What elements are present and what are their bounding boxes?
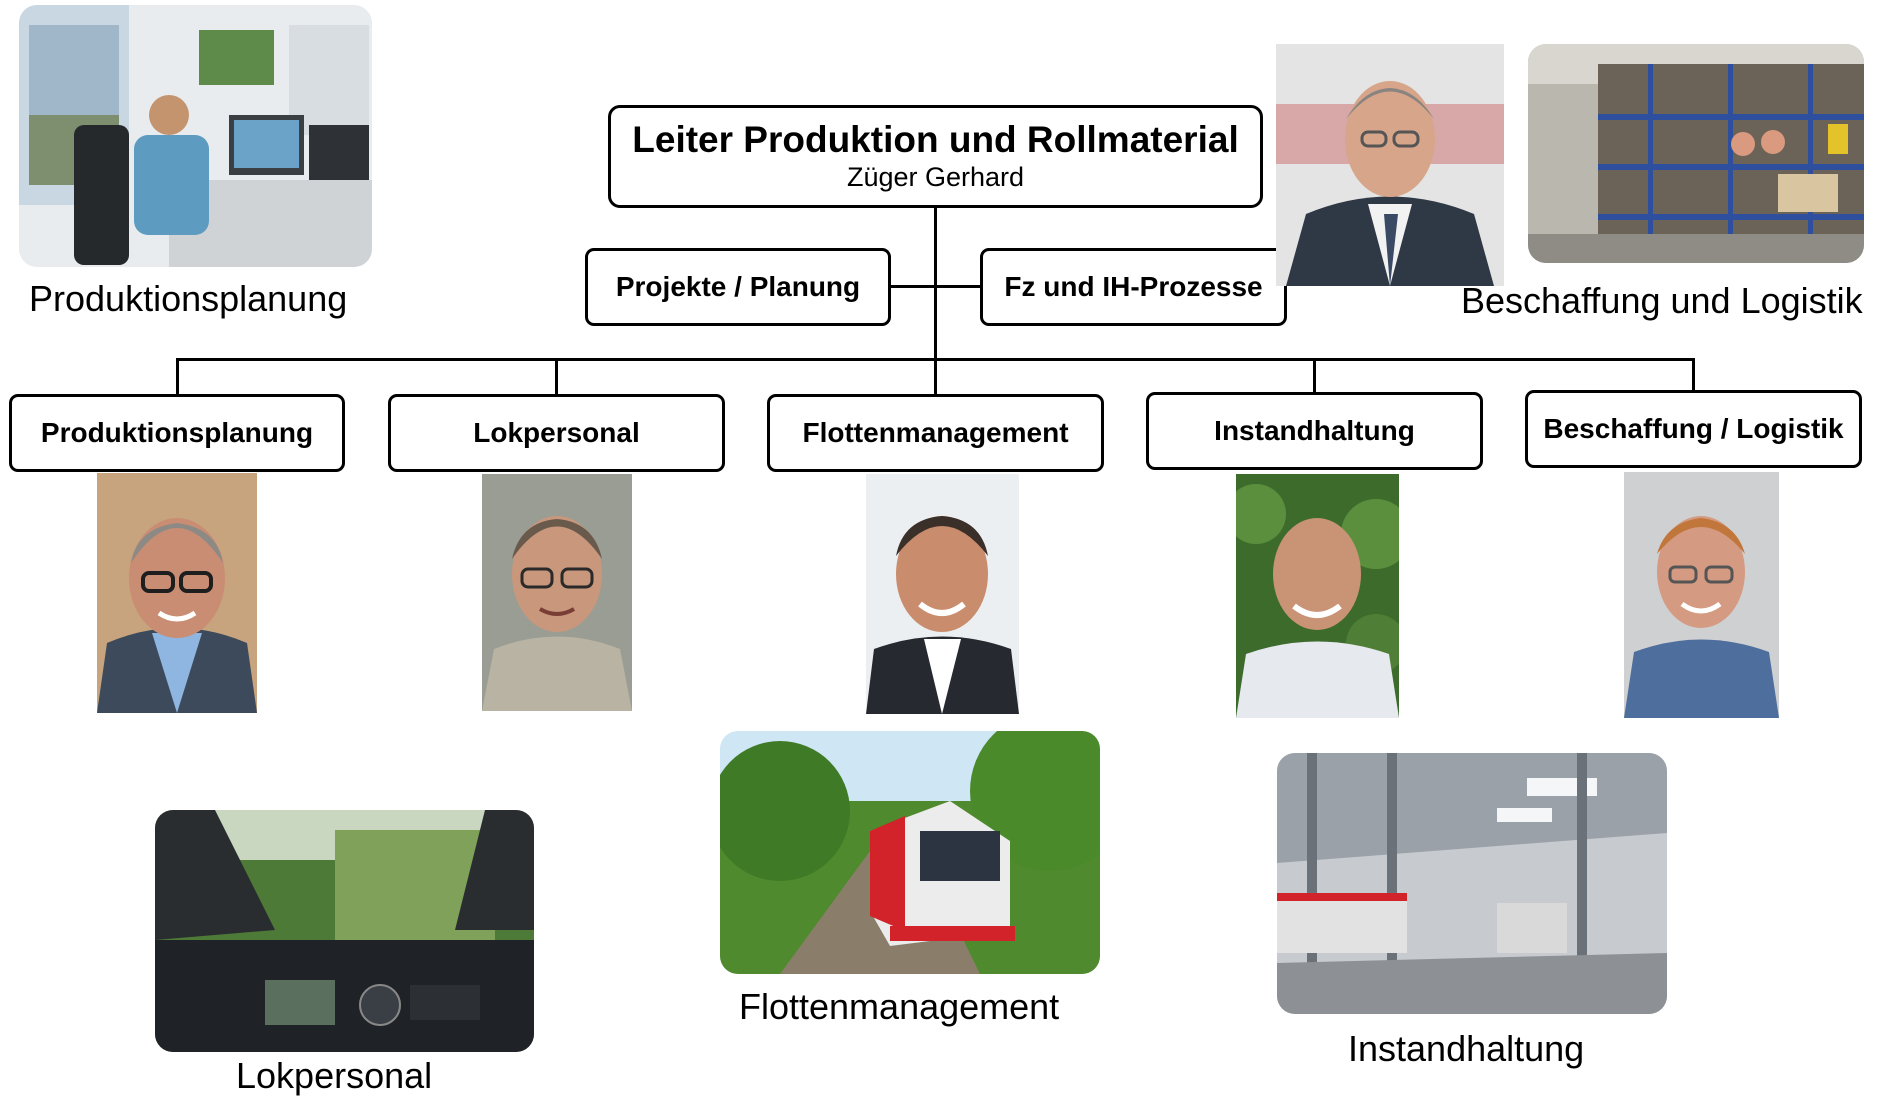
dept-label: Lokpersonal bbox=[473, 417, 640, 448]
photo-warehouse bbox=[1528, 44, 1864, 263]
staff-box-projekte: Projekte / Planung bbox=[585, 248, 891, 326]
caption-flottenmanagement: Flottenmanagement bbox=[739, 986, 1060, 1027]
connector-head-down bbox=[934, 208, 937, 394]
photo-train bbox=[720, 731, 1100, 974]
staff-label-projekte: Projekte / Planung bbox=[615, 271, 861, 302]
dept-box-lokpersonal: Lokpersonal bbox=[388, 394, 725, 472]
photo-depot bbox=[1277, 753, 1667, 1014]
connector-dept-3 bbox=[934, 358, 937, 396]
photo-portrait-instandhaltung bbox=[1236, 474, 1399, 718]
caption-beschaffung: Beschaffung und Logistik bbox=[1461, 280, 1863, 321]
connector-staff bbox=[890, 285, 982, 288]
dept-box-produktionsplanung: Produktionsplanung bbox=[9, 394, 345, 472]
connector-dept-5 bbox=[1692, 358, 1695, 396]
dept-label: Instandhaltung bbox=[1214, 415, 1415, 446]
connector-dept-2 bbox=[555, 358, 558, 396]
head-title: Leiter Produktion und Rollmaterial bbox=[632, 118, 1239, 160]
photo-portrait-produktionsplanung bbox=[97, 473, 257, 713]
photo-head-portrait bbox=[1276, 44, 1504, 286]
photo-portrait-flottenmanagement bbox=[866, 474, 1019, 714]
dept-box-beschaffung: Beschaffung / Logistik bbox=[1525, 390, 1862, 468]
staff-box-prozesse: Fz und IH-Prozesse bbox=[980, 248, 1287, 326]
dept-label: Flottenmanagement bbox=[802, 417, 1069, 448]
caption-produktionsplanung: Produktionsplanung bbox=[29, 278, 348, 319]
connector-dept-1 bbox=[176, 358, 179, 396]
staff-label-prozesse: Fz und IH-Prozesse bbox=[1004, 271, 1263, 302]
dept-box-flottenmanagement: Flottenmanagement bbox=[767, 394, 1104, 472]
photo-portrait-beschaffung bbox=[1624, 472, 1779, 718]
photo-office-planning bbox=[19, 5, 372, 267]
photo-portrait-lokpersonal bbox=[482, 474, 632, 711]
dept-box-instandhaltung: Instandhaltung bbox=[1146, 392, 1483, 470]
connector-dept-4 bbox=[1313, 358, 1316, 396]
photo-driver-cab bbox=[155, 810, 534, 1052]
caption-instandhaltung: Instandhaltung bbox=[1348, 1028, 1585, 1069]
head-name: Züger Gerhard bbox=[846, 161, 1025, 192]
dept-label: Produktionsplanung bbox=[40, 417, 314, 448]
caption-lokpersonal: Lokpersonal bbox=[236, 1055, 433, 1096]
head-box: Leiter Produktion und Rollmaterial Züger… bbox=[608, 105, 1263, 208]
dept-label: Beschaffung / Logistik bbox=[1543, 413, 1844, 444]
